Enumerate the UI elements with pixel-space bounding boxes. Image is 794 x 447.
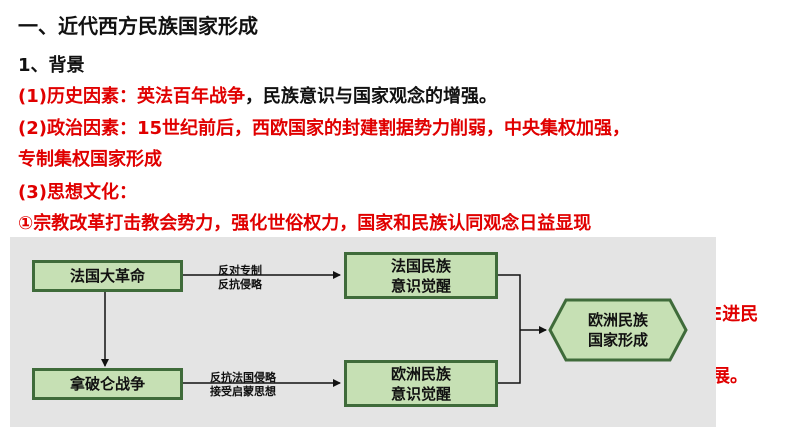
section-heading: 1、背景 bbox=[18, 55, 85, 76]
box-french-line1: 法国民族 bbox=[390, 256, 451, 275]
page-title: 一、近代西方民族国家形成 bbox=[18, 14, 258, 38]
label-resist-french-invasion: 反抗法国侵略 bbox=[210, 371, 276, 384]
label-accept-enlightenment: 接受启蒙思想 bbox=[210, 385, 276, 398]
history-factor-line: (1)历史因素：英法百年战争，民族意识与国家观念的增强。 bbox=[18, 85, 497, 109]
box-french-line2: 意识觉醒 bbox=[390, 276, 451, 295]
result-line2: 国家形成 bbox=[587, 331, 648, 349]
box-europe-line2: 意识觉醒 bbox=[390, 384, 451, 403]
history-factor-rest: ，民族意识与国家观念的增强。 bbox=[244, 86, 497, 107]
reformation-point: ①宗教改革打击教会势力，强化世俗权力，国家和民族认同观念日益显现 bbox=[18, 213, 592, 234]
political-factor-line-continued: 专制集权国家形成 bbox=[18, 149, 162, 170]
thought-culture-heading: (3)思想文化： bbox=[18, 182, 137, 203]
box-europe-line1: 欧洲民族 bbox=[390, 364, 451, 383]
hidden-text-fragment-1: E进民 bbox=[710, 304, 759, 325]
result-line1: 欧洲民族 bbox=[587, 311, 648, 329]
merge-bracket bbox=[498, 274, 521, 384]
label-resist-invasion: 反抗侵略 bbox=[218, 278, 262, 291]
box-french-national-awakening: 法国民族 意识觉醒 bbox=[344, 252, 498, 299]
political-factor-line: (2)政治因素：15世纪前后，西欧国家的封建割据势力削弱，中央集权加强， bbox=[18, 118, 631, 139]
box-european-national-awakening: 欧洲民族 意识觉醒 bbox=[344, 360, 498, 407]
result-hexagon bbox=[548, 298, 688, 362]
result-label: 欧洲民族 国家形成 bbox=[548, 298, 688, 362]
box-napoleonic-wars: 拿破仑战争 bbox=[32, 368, 183, 400]
label-oppose-autocracy: 反对专制 bbox=[218, 264, 262, 277]
hidden-text-fragment-2: 展。 bbox=[712, 366, 748, 387]
history-factor-emphasis: (1)历史因素：英法百年战争 bbox=[18, 86, 245, 107]
box-french-revolution: 法国大革命 bbox=[32, 260, 183, 292]
